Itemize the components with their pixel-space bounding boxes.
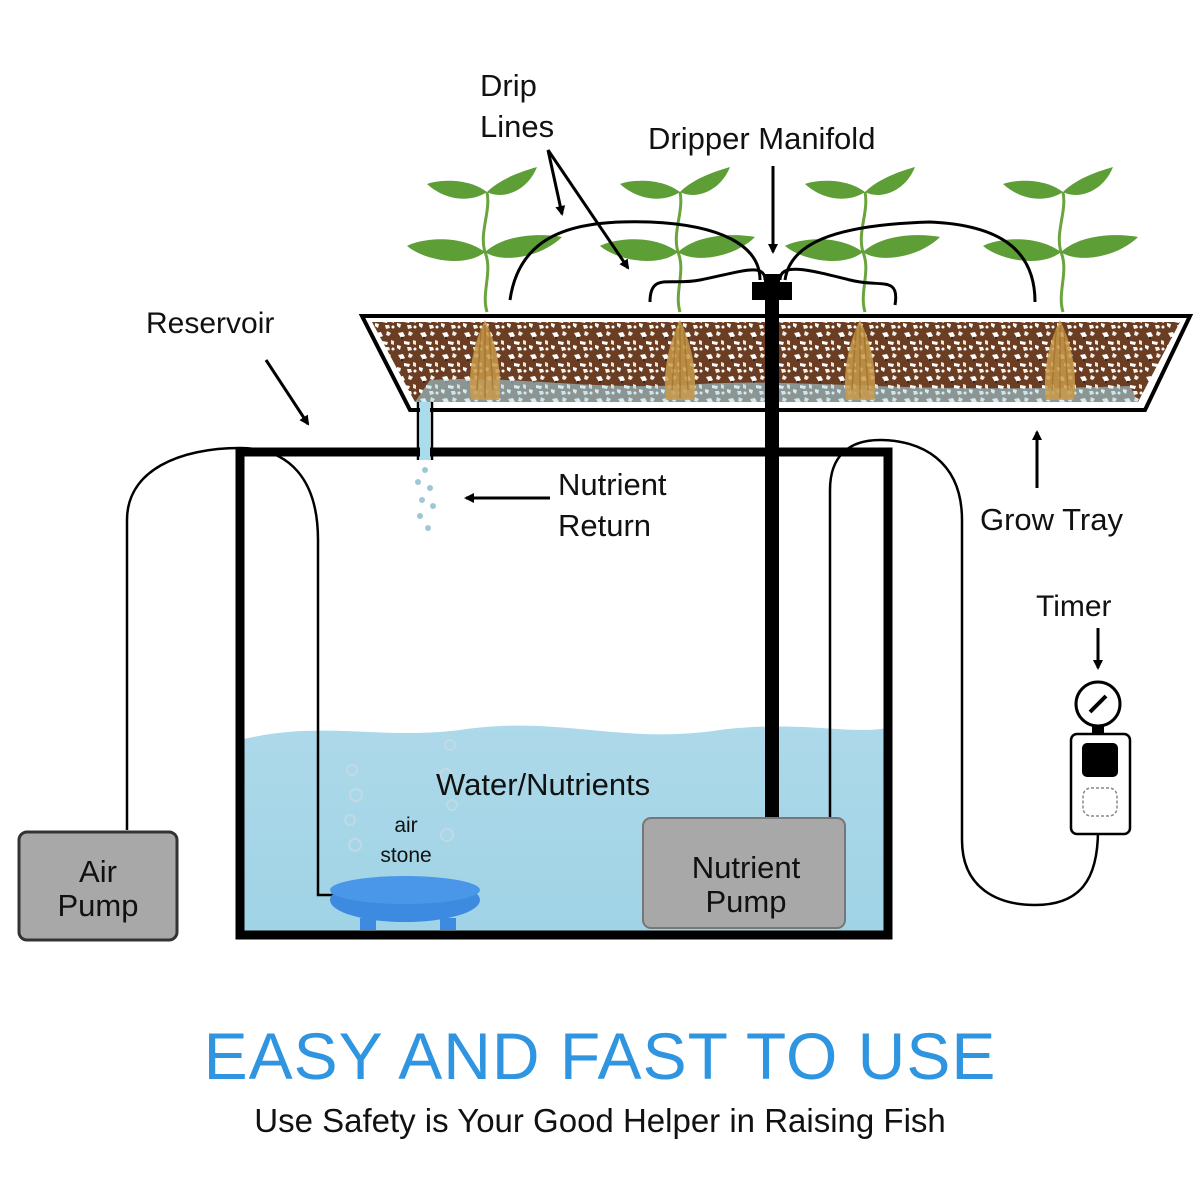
air-tube — [125, 446, 336, 897]
dripper-manifold-label: Dripper Manifold — [648, 121, 875, 156]
reservoir-tank — [235, 447, 893, 940]
air-stone — [330, 876, 480, 930]
plant — [981, 165, 1140, 314]
nutrient-return-label: Nutrient — [558, 467, 667, 502]
air-pump-label: Air — [79, 854, 117, 889]
pump-power-cord — [828, 438, 1100, 907]
air-pump — [17, 830, 179, 942]
nutrient-pump-label: Pump — [706, 884, 787, 919]
timer-icon — [1069, 680, 1132, 836]
subline: Use Safety is Your Good Helper in Raisin… — [254, 1102, 946, 1139]
drip-lines-label: Lines — [480, 109, 554, 144]
air-bubbles — [344, 739, 458, 852]
drip-lines — [508, 220, 1037, 306]
water-nutrients-label: Water/Nutrients — [436, 767, 650, 802]
dripper-manifold — [752, 282, 792, 300]
nutrient-drops — [415, 467, 436, 531]
supply-pipe — [765, 300, 779, 818]
reservoir-label: Reservoir — [146, 307, 274, 340]
plant — [405, 165, 564, 314]
grow-tray-label: Grow Tray — [980, 502, 1123, 537]
nutrient-pump — [642, 817, 846, 929]
drip-lines-label: Drip — [480, 68, 537, 103]
nutrient-return-pipe — [416, 402, 434, 460]
air-pump-label: Pump — [58, 888, 139, 923]
nutrient-pump-label: Nutrient — [692, 850, 801, 885]
nutrient-return-label: Return — [558, 508, 651, 543]
air-stone-label: stone — [380, 844, 431, 867]
headline: EASY AND FAST TO USE — [203, 1019, 997, 1093]
air-stone-label: air — [394, 814, 417, 837]
plant — [783, 165, 942, 314]
timer-label: Timer — [1036, 590, 1112, 623]
label-arrows — [264, 149, 1103, 670]
